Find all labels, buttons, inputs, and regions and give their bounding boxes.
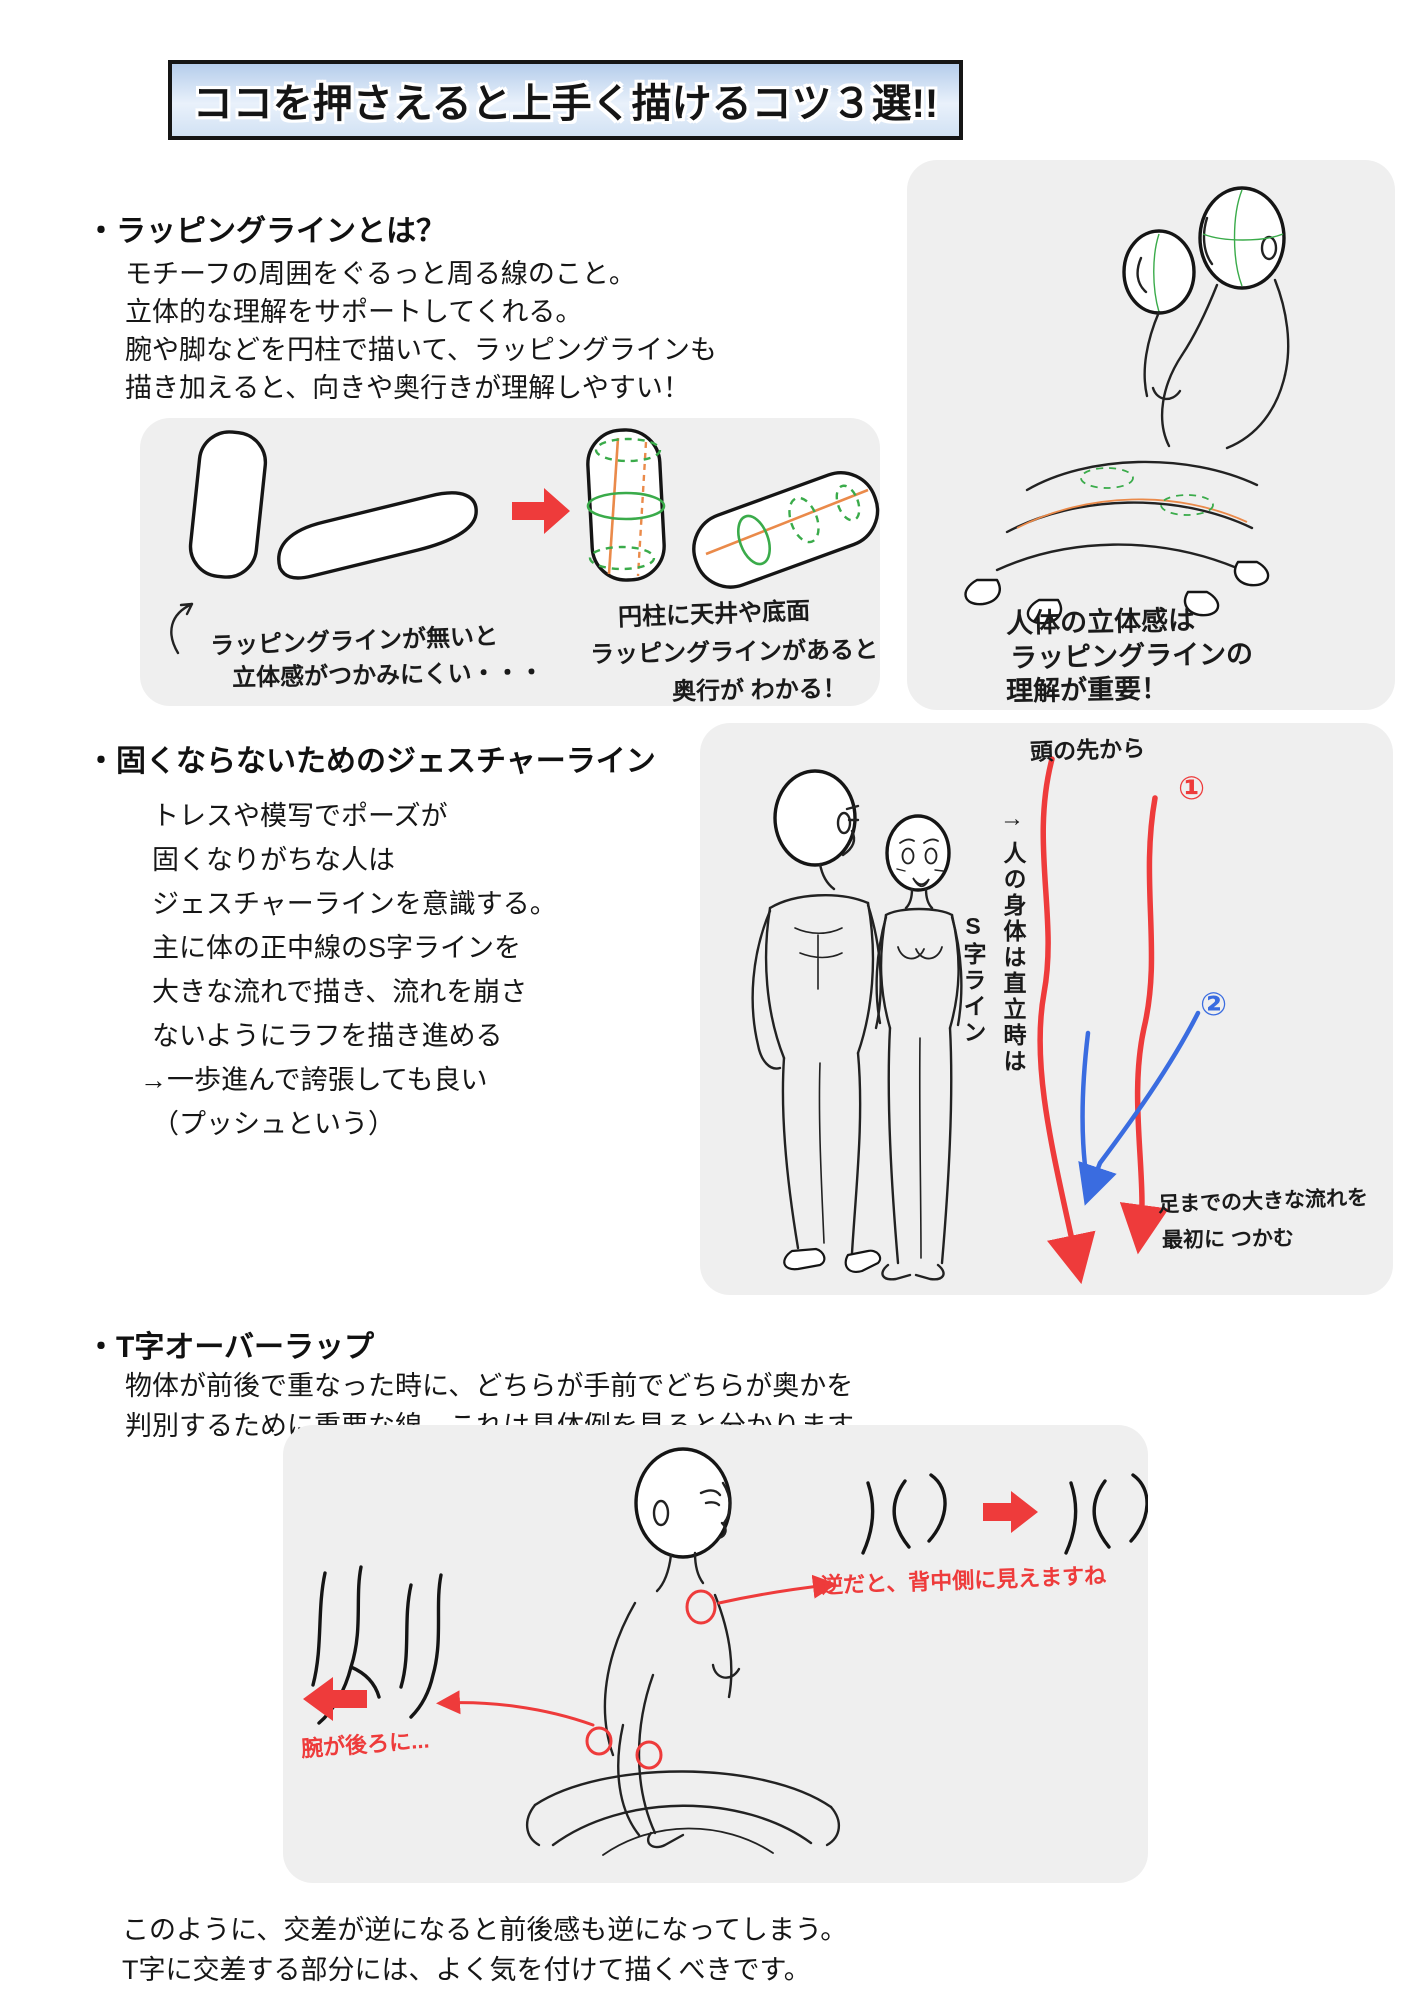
wrapped-teardrop-sketch	[692, 471, 880, 589]
gesture-demo-panel: 頭の先から ① ② → 人の身体は直立時は S字ライン 足までの大きな流れを 最…	[700, 723, 1393, 1295]
note-with-wrapping-line-3: 奥行が わかる！	[671, 675, 847, 706]
standing-figures-sketch	[751, 769, 963, 1281]
body-line: 腕や脚などを円柱で描いて、ラッピングラインも	[125, 335, 717, 365]
note-body-volume-3: 理解が重要！	[1005, 673, 1169, 707]
body-line: 描き加えると、向きや奥行きが理解しやすい！	[125, 373, 690, 403]
body-line: 大きな流れで描き、流れを崩さ	[152, 977, 528, 1007]
body-line: →一歩進んで誇張しても良い	[140, 1065, 488, 1095]
couple-figure-panel: 人体の立体感は ラッピングラインの 理解が重要！	[907, 160, 1395, 710]
note-no-wrapping-line-2: 立体感がつかみにくい・・・	[231, 659, 544, 692]
red-arrow-left-icon	[303, 1677, 367, 1721]
body-line: ないようにラフを描き進める	[152, 1021, 503, 1051]
section-gesture-heading: ・固くならないためのジェスチャーライン	[86, 745, 656, 778]
plain-teardrop-sketch	[277, 491, 478, 580]
marker-two: ②	[1200, 986, 1228, 1022]
footer-line: T字に交差する部分には、よく気を付けて描くべきです。	[122, 1955, 811, 1985]
sitting-figure-sketch	[526, 1447, 840, 1856]
note-from-head-top: 頭の先から	[1029, 735, 1146, 765]
section-toverlap-heading: ・T字オーバーラップ	[86, 1331, 375, 1364]
body-line: モチーフの周囲をぐるっと周る線のこと。	[125, 259, 636, 289]
plain-cylinder-sketch	[188, 430, 268, 579]
red-arrow-right-icon	[512, 488, 570, 534]
section-wrapping-heading: ・ラッピングラインとは？	[86, 215, 446, 248]
body-line: 物体が前後で重なった時に、どちらが手前でどちらが奥かを	[125, 1371, 854, 1401]
body-line: 固くなりがちな人は	[152, 845, 395, 875]
body-line: 主に体の正中線のS字ラインを	[152, 933, 522, 963]
note-vertical-s-curve-1: 人の身体は直立時は	[1000, 841, 1026, 1075]
note-vertical-s-curve-2: S字ライン	[960, 913, 986, 1046]
arrow-hint-icon: →	[1000, 805, 1024, 832]
page-title: ココを押さえると上手く描けるコツ３選!!	[192, 82, 939, 126]
curl-arrow-icon	[170, 602, 194, 655]
body-line: 立体的な理解をサポートしてくれる。	[125, 297, 583, 327]
gesture-sketch-svg	[751, 756, 1201, 1285]
wrapping-demo-panel: ラッピングラインが無いと 立体感がつかみにくい・・・ 円柱に天井や底面 ラッピン…	[140, 418, 880, 706]
note-big-flow-2: 最初に つかむ	[1161, 1226, 1295, 1253]
footer-line: このように、交差が逆になると前後感も逆になってしまう。	[122, 1915, 848, 1945]
toverlap-demo-panel: 逆だと、背中側に見えますね 腕が後ろに...	[283, 1425, 1148, 1883]
cylinder-sketch-svg	[170, 428, 880, 655]
toverlap-sketch-svg	[303, 1447, 1148, 1856]
body-line: （プッシュという）	[152, 1109, 395, 1139]
couple-figure-sketch	[964, 186, 1290, 625]
overlap-line-sketches	[311, 1473, 1148, 1725]
title-banner: ココを押さえると上手く描けるコツ３選!!	[168, 60, 963, 140]
red-arrow-right-icon	[983, 1491, 1038, 1533]
body-line: ジェスチャーラインを意識する。	[152, 889, 557, 919]
marker-one: ①	[1178, 770, 1206, 806]
body-line: トレスや模写でポーズが	[152, 801, 448, 831]
wrapped-cylinder-sketch	[586, 428, 666, 582]
t-junction-markers	[436, 1574, 837, 1770]
note-with-wrapping-line-1: 円柱に天井や底面	[617, 597, 811, 632]
gesture-lines	[1037, 756, 1201, 1285]
note-with-wrapping-line-2: ラッピングラインがあると	[589, 636, 879, 669]
couple-sketch-svg	[964, 186, 1290, 625]
